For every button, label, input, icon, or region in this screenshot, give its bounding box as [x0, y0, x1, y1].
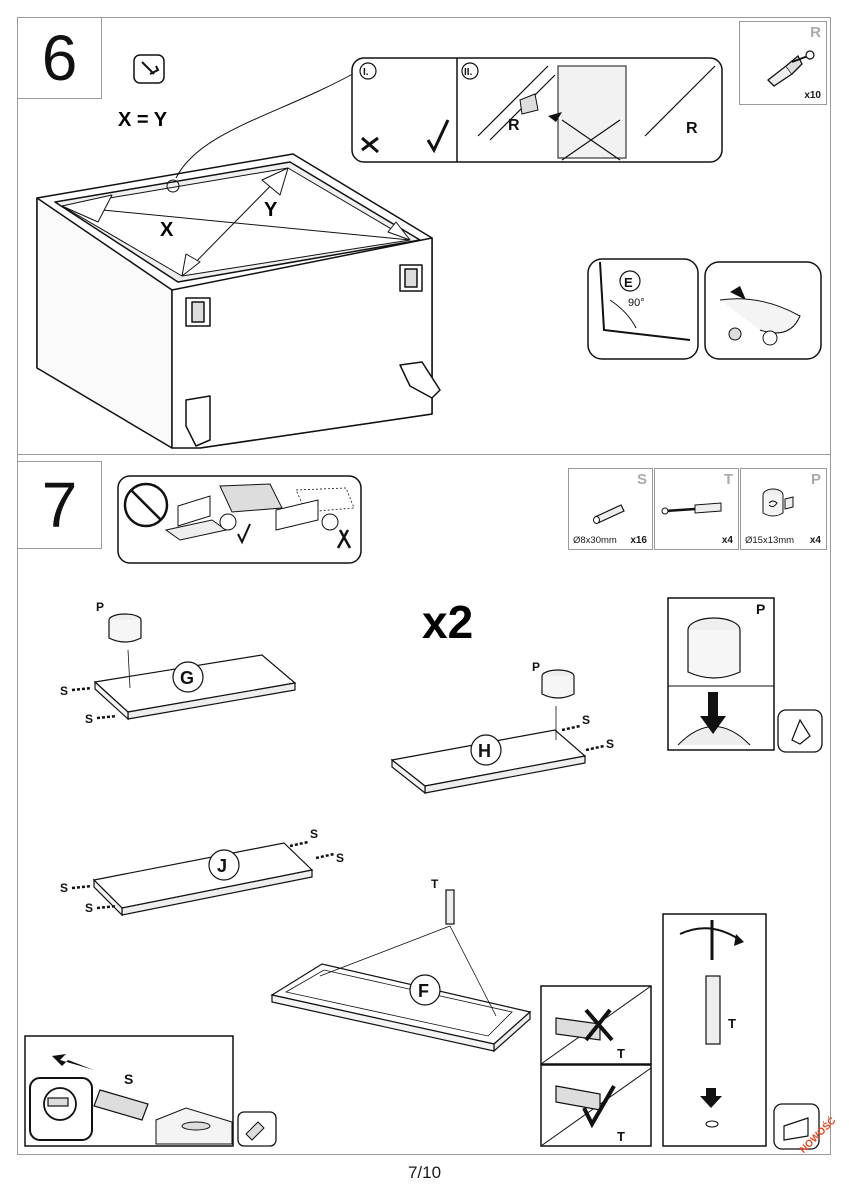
cabinet-drawing [36, 69, 441, 449]
hammer-tool-icon [133, 54, 165, 84]
svg-text:S: S [85, 901, 93, 915]
step-7-number: 7 [17, 461, 102, 549]
svg-text:H: H [478, 741, 491, 761]
part-p-dim: Ø15x13mm [745, 535, 795, 546]
panel-g: G P S S [60, 600, 297, 726]
multiplier-x2: x2 [422, 596, 473, 648]
svg-text:T: T [431, 877, 439, 891]
label-x: X [160, 219, 174, 241]
svg-text:F: F [418, 981, 429, 1001]
panel-h: H P S S [390, 660, 614, 795]
part-s-qty: x16 [630, 535, 647, 546]
inset-bolt-check: T T [540, 985, 652, 1147]
part-t-qty: x4 [721, 535, 733, 546]
svg-text:S: S [606, 737, 614, 751]
page-number: 7/10 [407, 1163, 442, 1182]
part-s-letter: S [636, 471, 647, 488]
panel-j: J S S S S [60, 827, 344, 917]
part-r-qty: x10 [804, 90, 821, 101]
equation-label: X = Y [118, 109, 168, 131]
svg-text:T: T [728, 1016, 736, 1031]
step-divider [17, 454, 831, 455]
part-r-box: R x10 [739, 21, 827, 105]
part-p-qty: x4 [809, 535, 821, 546]
svg-text:S: S [310, 827, 318, 841]
svg-text:S: S [85, 712, 93, 726]
svg-text:S: S [60, 881, 68, 895]
inset-correct-orientation [117, 475, 362, 564]
svg-text:II.: II. [464, 67, 473, 78]
svg-text:R: R [686, 120, 698, 137]
inset-cam-insert: P [667, 597, 823, 753]
page-frame [17, 17, 831, 1155]
part-s-box: S Ø8x30mm x16 [568, 468, 653, 550]
svg-text:S: S [336, 851, 344, 865]
part-p-letter: P [810, 471, 821, 488]
part-p-box: P Ø15x13mm x4 [740, 468, 827, 550]
svg-text:T: T [617, 1046, 625, 1061]
svg-text:S: S [124, 1071, 133, 1087]
svg-text:R: R [508, 117, 520, 134]
part-t-box: T x4 [654, 468, 739, 550]
svg-text:E: E [624, 275, 633, 290]
svg-text:P: P [532, 660, 540, 674]
corner-bracket-icon [767, 50, 815, 87]
inset-angle-check: E 90° [587, 258, 822, 360]
svg-text:P: P [756, 601, 765, 617]
part-t-letter: T [723, 471, 733, 488]
inset-bolt-install: T [662, 913, 820, 1150]
inset-screw-cam: I. II. R R [351, 57, 723, 163]
part-s-dim: Ø8x30mm [573, 535, 617, 546]
dowel-icon [593, 504, 625, 524]
svg-text:J: J [217, 856, 227, 876]
svg-text:G: G [180, 668, 194, 688]
cam-bolt-icon [661, 502, 722, 515]
panel-f: F T [270, 877, 532, 1053]
svg-text:P: P [96, 600, 104, 614]
svg-text:S: S [582, 713, 590, 727]
svg-text:S: S [60, 684, 68, 698]
part-r-letter: R [810, 24, 821, 41]
label-y: Y [264, 199, 278, 221]
svg-text:T: T [617, 1129, 625, 1144]
cam-lock-icon [762, 488, 794, 517]
inset-dowel-insert: S [24, 1035, 277, 1147]
svg-text:90°: 90° [628, 297, 645, 309]
step-6-number: 6 [17, 17, 102, 99]
svg-text:I.: I. [363, 67, 369, 78]
